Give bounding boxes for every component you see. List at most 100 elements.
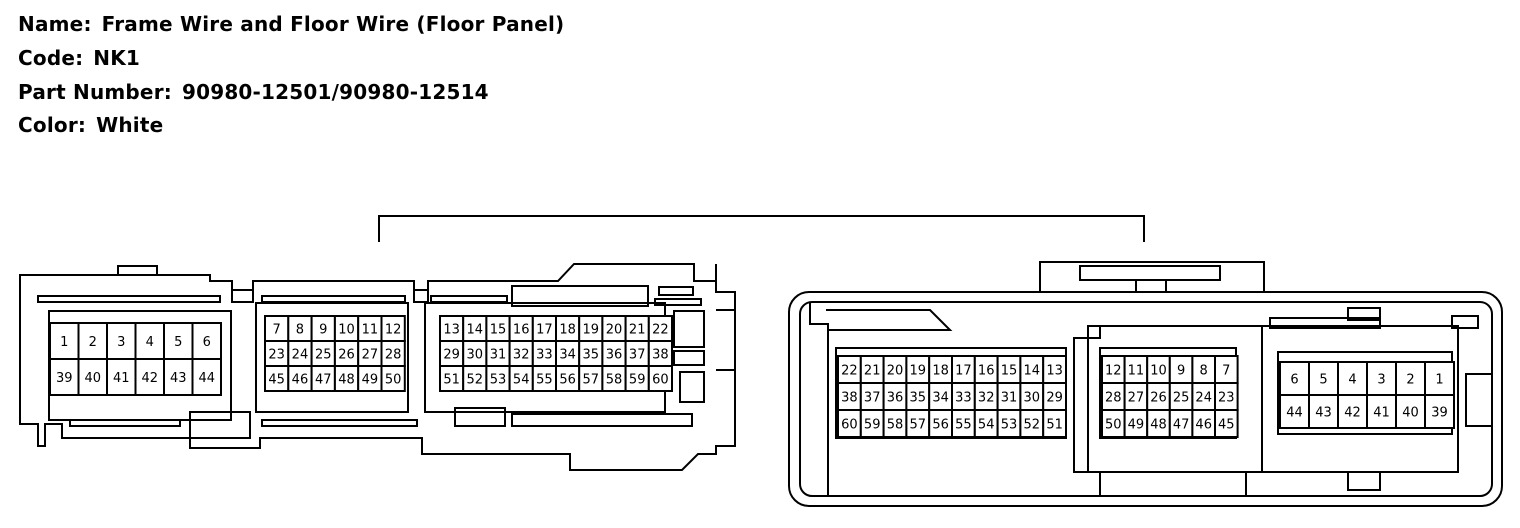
svg-text:13: 13 — [1046, 364, 1063, 379]
right-pin-5: 5 — [1308, 361, 1339, 396]
svg-text:49: 49 — [1128, 418, 1145, 433]
right-pin-57: 57 — [905, 409, 931, 438]
left-pin-29: 29 — [439, 340, 465, 367]
left-pin-32: 32 — [508, 340, 534, 367]
left-pin-16: 16 — [508, 315, 534, 342]
svg-text:45: 45 — [1218, 418, 1235, 433]
left-pin-22: 22 — [647, 315, 673, 342]
svg-text:11: 11 — [1128, 364, 1145, 379]
svg-text:19: 19 — [910, 364, 927, 379]
left-pin-34: 34 — [555, 340, 581, 367]
left-pin-54: 54 — [508, 365, 534, 392]
svg-text:3: 3 — [117, 335, 125, 350]
svg-text:19: 19 — [583, 323, 600, 338]
right-pin-15: 15 — [996, 355, 1022, 384]
svg-text:56: 56 — [932, 418, 949, 433]
left-pin-21: 21 — [624, 315, 650, 342]
svg-text:10: 10 — [338, 323, 355, 338]
svg-text:30: 30 — [1024, 391, 1041, 406]
right-pin-59: 59 — [859, 409, 885, 438]
left-pin-13: 13 — [439, 315, 465, 342]
svg-text:6: 6 — [1290, 373, 1298, 388]
svg-text:37: 37 — [864, 391, 881, 406]
svg-text:45: 45 — [268, 373, 285, 388]
svg-text:59: 59 — [629, 373, 646, 388]
left-pin-18: 18 — [555, 315, 581, 342]
right-pin-60: 60 — [837, 409, 862, 438]
svg-text:36: 36 — [887, 391, 904, 406]
right-pin-6: 6 — [1279, 361, 1310, 396]
left-pin-40: 40 — [77, 358, 108, 396]
left-pin-10: 10 — [333, 315, 360, 342]
left-pin-43: 43 — [163, 358, 194, 396]
left-pin-9: 9 — [310, 315, 336, 342]
svg-text:59: 59 — [864, 418, 881, 433]
right-pin-20: 20 — [882, 355, 908, 384]
left-pin-55: 55 — [531, 365, 557, 392]
svg-text:21: 21 — [864, 364, 881, 379]
code-label: Code: — [18, 46, 84, 70]
svg-text:4: 4 — [146, 335, 154, 350]
svg-text:24: 24 — [292, 348, 309, 363]
svg-text:50: 50 — [385, 373, 402, 388]
svg-text:48: 48 — [338, 373, 355, 388]
svg-text:6: 6 — [203, 335, 211, 350]
left-pin-27: 27 — [357, 340, 383, 367]
svg-text:34: 34 — [932, 391, 949, 406]
left-pin-44: 44 — [191, 358, 222, 396]
svg-text:22: 22 — [841, 364, 858, 379]
svg-text:38: 38 — [841, 391, 858, 406]
svg-text:32: 32 — [513, 348, 530, 363]
svg-text:41: 41 — [1373, 406, 1390, 421]
svg-text:9: 9 — [319, 323, 327, 338]
left-pin-50: 50 — [380, 365, 406, 392]
right-pin-2: 2 — [1395, 361, 1426, 396]
svg-text:37: 37 — [629, 348, 646, 363]
right-pin-14: 14 — [1019, 355, 1045, 384]
svg-text:54: 54 — [978, 418, 995, 433]
right-pin-21: 21 — [859, 355, 885, 384]
left-pin-24: 24 — [287, 340, 313, 367]
svg-text:49: 49 — [362, 373, 379, 388]
svg-text:55: 55 — [536, 373, 553, 388]
left-pin-53: 53 — [485, 365, 511, 392]
svg-text:47: 47 — [315, 373, 332, 388]
right-pin-7: 7 — [1214, 355, 1239, 384]
right-pin-45: 45 — [1214, 409, 1239, 438]
left-pin-51: 51 — [439, 365, 465, 392]
left-pin-12: 12 — [380, 315, 406, 342]
svg-text:41: 41 — [113, 371, 130, 386]
right-pin-55: 55 — [951, 409, 976, 438]
left-pin-11: 11 — [357, 315, 383, 342]
left-pin-20: 20 — [601, 315, 627, 342]
left-pin-6: 6 — [191, 322, 222, 360]
right-pin-41: 41 — [1366, 394, 1397, 429]
part-number-label: Part Number: — [18, 80, 172, 104]
left-pin-5: 5 — [163, 322, 194, 360]
svg-text:52: 52 — [467, 373, 484, 388]
svg-text:25: 25 — [1173, 391, 1190, 406]
svg-text:58: 58 — [887, 418, 904, 433]
svg-text:55: 55 — [955, 418, 972, 433]
right-pin-34: 34 — [928, 382, 954, 411]
svg-text:47: 47 — [1173, 418, 1190, 433]
svg-text:46: 46 — [292, 373, 309, 388]
right-pin-12: 12 — [1101, 355, 1126, 384]
left-pin-57: 57 — [578, 365, 604, 392]
left-pin-17: 17 — [531, 315, 557, 342]
right-pin-36: 36 — [882, 382, 908, 411]
svg-text:23: 23 — [268, 348, 285, 363]
left-pin-7: 7 — [264, 315, 290, 342]
svg-text:23: 23 — [1218, 391, 1235, 406]
svg-text:60: 60 — [652, 373, 669, 388]
svg-text:24: 24 — [1195, 391, 1212, 406]
left-pin-26: 26 — [333, 340, 360, 367]
left-pin-14: 14 — [462, 315, 488, 342]
right-pin-23: 23 — [1214, 382, 1239, 411]
left-pin-41: 41 — [106, 358, 137, 396]
right-pin-11: 11 — [1123, 355, 1149, 384]
right-pin-40: 40 — [1395, 394, 1426, 429]
svg-text:53: 53 — [1001, 418, 1018, 433]
svg-text:12: 12 — [385, 323, 402, 338]
svg-text:28: 28 — [385, 348, 402, 363]
